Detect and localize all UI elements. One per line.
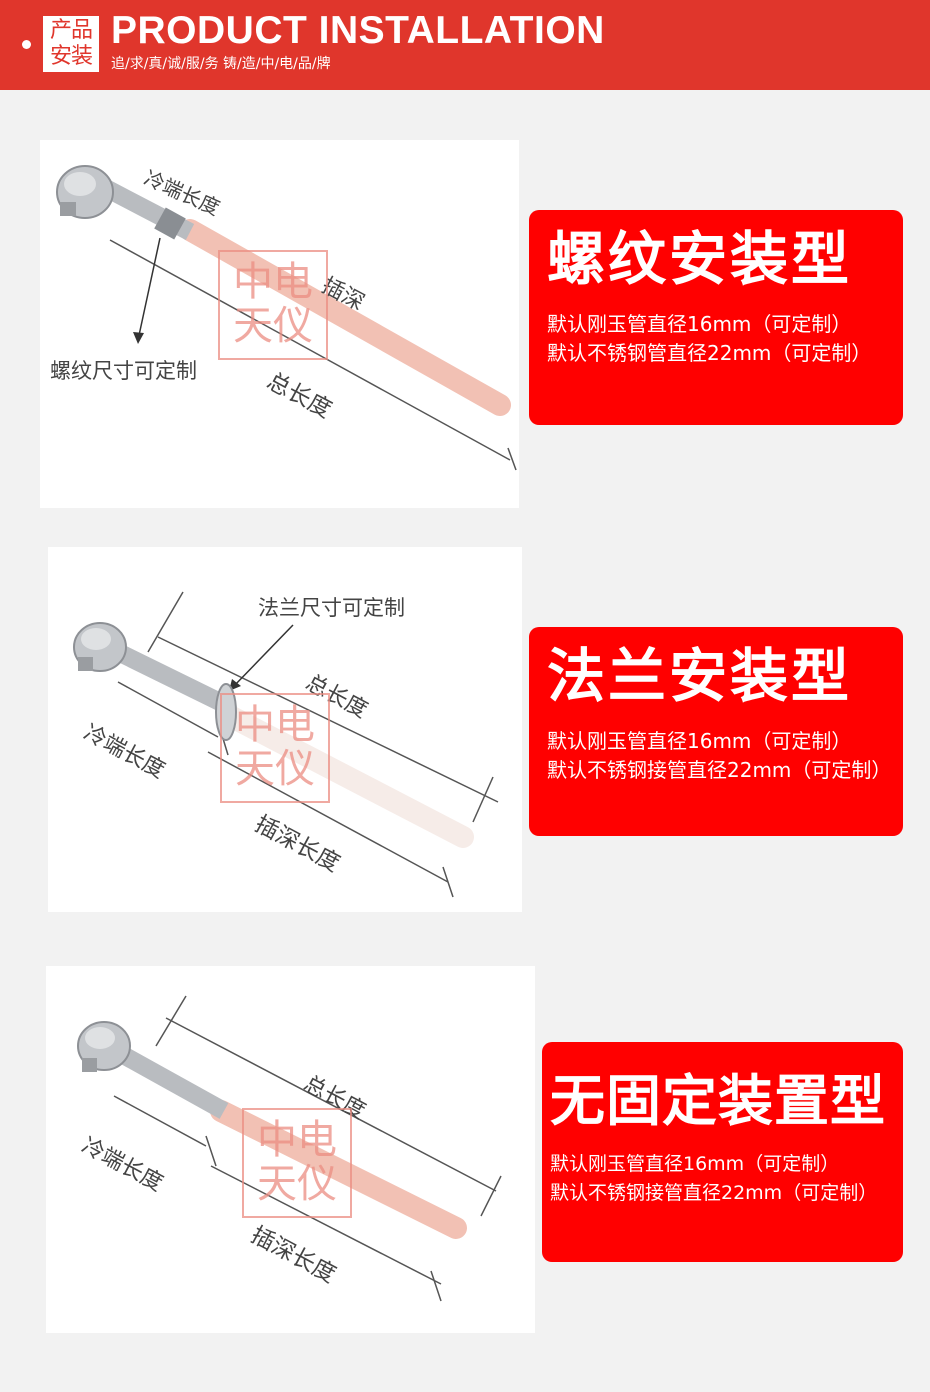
card-desc-line-2: 默认不锈钢接管直径22mm（可定制） (547, 758, 892, 782)
watermark-logo: 中电 天仪 (242, 1108, 352, 1218)
label-thread-size-custom: 螺纹尺寸可定制 (50, 359, 197, 383)
thread-type-photo: 冷端长度 插深 螺纹尺寸可定制 总长度 中电 天仪 (40, 140, 519, 508)
card-desc-line-1: 默认刚玉管直径16mm（可定制） (547, 729, 852, 753)
no-fixing-type-photo: 总长度 冷端长度 插深长度 中电 天仪 (46, 966, 535, 1333)
no-fixing-type-card: 无固定装置型 默认刚玉管直径16mm（可定制） 默认不锈钢接管直径22mm（可定… (542, 1042, 903, 1262)
thermocouple-thread-illustration (56, 165, 517, 471)
page-title: PRODUCT INSTALLATION (111, 9, 605, 52)
category-badge: 产品 安装 (43, 16, 99, 72)
watermark-logo: 中电 天仪 (218, 250, 328, 360)
badge-line-2: 安装 (49, 44, 93, 69)
card-desc-line-1: 默认刚玉管直径16mm（可定制） (547, 312, 852, 336)
card-title: 螺纹安装型 (547, 225, 853, 293)
watermark-line-2: 天仪 (233, 303, 313, 349)
watermark-line-2: 天仪 (235, 746, 315, 792)
watermark-logo: 中电 天仪 (220, 693, 330, 803)
thermocouple-flange-illustration (73, 591, 499, 898)
card-desc-line-2: 默认不锈钢管直径22mm（可定制） (547, 341, 872, 365)
card-desc-line-1: 默认刚玉管直径16mm（可定制） (550, 1153, 840, 1175)
card-title: 法兰安装型 (547, 642, 853, 710)
card-title: 无固定装置型 (550, 1069, 887, 1133)
flange-type-card: 法兰安装型 默认刚玉管直径16mm（可定制） 默认不锈钢接管直径22mm（可定制… (529, 627, 903, 836)
watermark-line-2: 天仪 (257, 1161, 337, 1207)
page-subtitle: 追/求/真/诚/服/务 铸/造/中/电/品/牌 (111, 56, 331, 72)
thermocouple-no-fixing-illustration (77, 995, 502, 1302)
watermark-line-1: 中电 (233, 259, 313, 305)
section-header: 产品 安装 PRODUCT INSTALLATION 追/求/真/诚/服/务 铸… (0, 0, 930, 90)
watermark-line-1: 中电 (235, 702, 315, 748)
card-desc-line-2: 默认不锈钢接管直径22mm（可定制） (550, 1182, 878, 1204)
flange-type-photo: 法兰尺寸可定制 总长度 冷端长度 插深长度 中电 天仪 (48, 547, 522, 912)
watermark-line-1: 中电 (257, 1117, 337, 1163)
bullet-dot (22, 40, 31, 49)
label-flange-size-custom: 法兰尺寸可定制 (258, 596, 405, 620)
badge-line-1: 产品 (49, 18, 93, 43)
thread-type-card: 螺纹安装型 默认刚玉管直径16mm（可定制） 默认不锈钢管直径22mm（可定制） (529, 210, 903, 425)
